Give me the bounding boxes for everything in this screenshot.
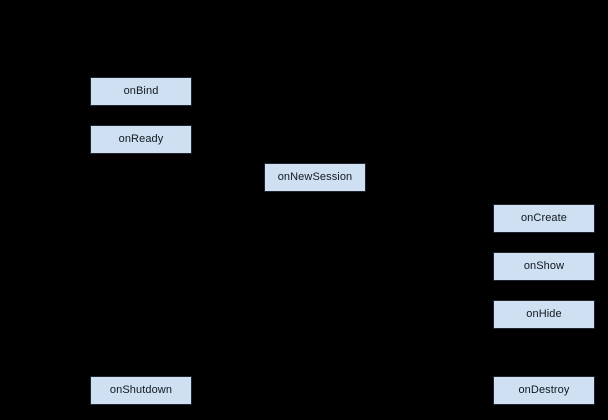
node-oncreate[interactable]: onCreate [493,204,595,233]
node-label: onReady [118,133,164,145]
node-label: onDestroy [518,384,570,396]
node-label: onShow [523,260,565,272]
node-label: onShutdown [109,384,173,396]
node-onnewsession[interactable]: onNewSession [264,163,366,192]
node-label: onCreate [520,212,568,224]
node-onready[interactable]: onReady [90,125,192,154]
node-onhide[interactable]: onHide [493,300,595,329]
node-label: onHide [526,308,562,320]
node-onbind[interactable]: onBind [90,77,192,106]
node-label: onNewSession [277,171,353,183]
node-onshow[interactable]: onShow [493,252,595,281]
node-label: onBind [123,85,159,97]
node-onshutdown[interactable]: onShutdown [90,376,192,405]
node-ondestroy[interactable]: onDestroy [493,376,595,405]
